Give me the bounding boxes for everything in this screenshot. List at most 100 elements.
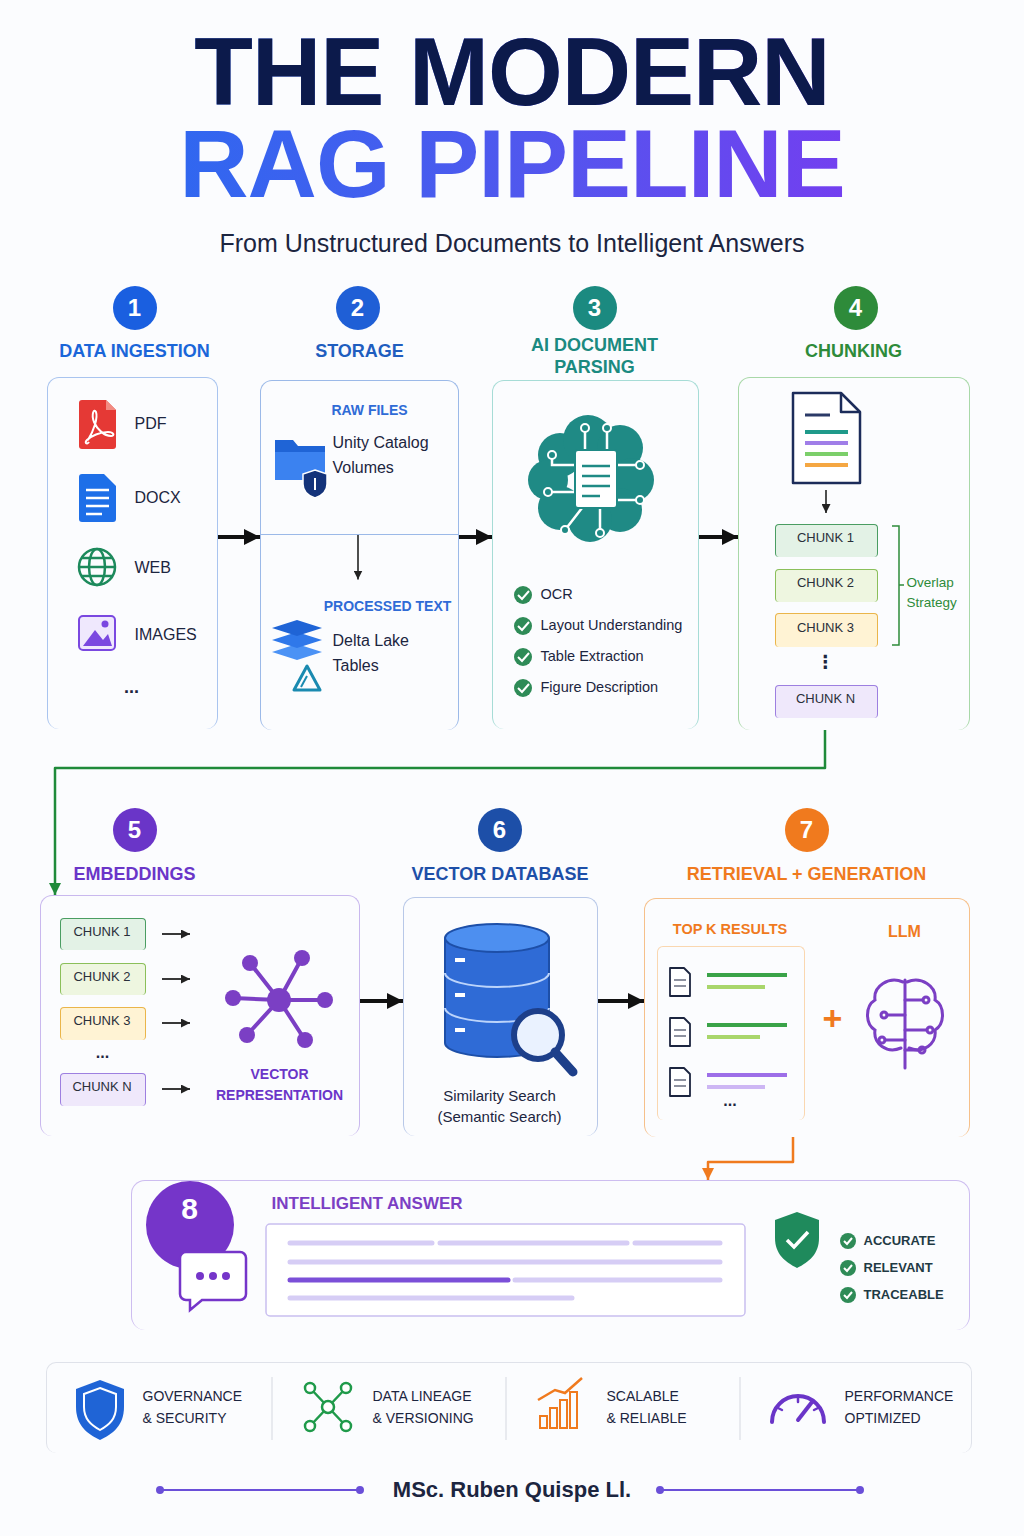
llm-brain-icon (868, 980, 943, 1068)
flow-arrow (360, 999, 403, 1003)
icon-path (841, 393, 860, 412)
panel-title: TOP K RESULTS (649, 920, 811, 938)
icon-path (518, 591, 529, 599)
icon-path (180, 1252, 246, 1310)
icon-path (301, 676, 307, 687)
icon-circle (544, 488, 552, 496)
icon-path (314, 478, 316, 490)
label-text: ... (117, 676, 147, 699)
label-text: TRACEABLE (864, 1287, 964, 1303)
chunk-box: CHUNK 3 (775, 613, 878, 647)
vector-hub-icon (225, 950, 333, 1048)
icon-path (86, 411, 114, 444)
icon-circle (840, 1287, 856, 1303)
icon-path (162, 1022, 190, 1024)
step-number: 2 (336, 286, 380, 330)
result-docs (670, 968, 787, 1096)
icon-path (805, 430, 848, 434)
step-title: INTELLIGENT ANSWER (272, 1193, 572, 1214)
step-number: 4 (834, 286, 878, 330)
icon-circle (267, 988, 291, 1012)
step-title: VECTOR DATABASE (393, 863, 608, 886)
chunk-label: CHUNK N (59, 1072, 145, 1102)
icon-circle (297, 1032, 313, 1048)
step-box: 5EMBEDDINGS...VECTOR REPRESENTATIONCHUNK… (40, 895, 360, 1136)
docx-icon (79, 474, 116, 522)
icon-circle (561, 526, 569, 534)
icon-circle (102, 621, 109, 628)
chunk-label: CHUNK 3 (59, 1006, 145, 1036)
icon-rect (455, 958, 465, 962)
chunk-box: CHUNK 2 (775, 569, 878, 602)
icon-circle (840, 1233, 856, 1249)
icon-path (294, 666, 320, 690)
document-icon (793, 393, 860, 513)
icon-path (775, 1212, 819, 1268)
chunk-box: CHUNK 1 (60, 918, 146, 950)
chunk-label: CHUNK 2 (774, 568, 877, 598)
gauge-icon (772, 1396, 824, 1422)
icon-circle (879, 1037, 885, 1043)
icon-circle (242, 955, 258, 971)
storage-section: PROCESSED TEXTDelta Lake Tables (260, 580, 459, 730)
label-text: ... (88, 1043, 118, 1063)
step-box: 4CHUNKING⋮Overlap StrategyCHUNK 1CHUNK 2… (738, 377, 970, 730)
subtitle: From Unstructured Documents to Intellige… (0, 228, 1024, 259)
icon-circle (857, 1487, 863, 1493)
note-text: Overlap Strategy (907, 573, 967, 613)
delta-lake-icon (272, 620, 322, 690)
quality-checks (775, 1212, 856, 1303)
label-text: ⋮ (816, 651, 836, 674)
icon-path (907, 980, 943, 1050)
step-box: 2STORAGERAW FILESUnity Catalog VolumesPR… (260, 380, 459, 730)
chunk-label: CHUNK 3 (774, 612, 877, 643)
icon-path (518, 684, 529, 692)
flow-arrow (218, 535, 260, 539)
icon-rect (550, 1408, 557, 1428)
step-box: 3AI DOCUMENT PARSINGOCRLayout Understand… (492, 380, 699, 729)
step-number: 1 (113, 286, 157, 330)
icon-path (518, 653, 529, 661)
answer-text-box (266, 1224, 745, 1316)
database-icon (445, 924, 573, 1072)
icon-path (674, 980, 686, 1086)
icon-circle (657, 1487, 663, 1493)
icon-path (162, 1088, 190, 1090)
icon-circle (927, 1027, 933, 1033)
icon-path (290, 1278, 508, 1283)
step-title: EMBEDDINGS (55, 863, 215, 886)
label-text: PDF (135, 414, 210, 434)
pdf-icon (79, 400, 116, 449)
chunk-box: CHUNK N (775, 685, 878, 718)
icon-ellipse (445, 924, 549, 952)
label-text: ACCURATE (864, 1233, 964, 1249)
label-text: Table Extraction (541, 647, 696, 665)
icon-path (548, 428, 640, 533)
icon-path (162, 978, 190, 980)
icon-circle (636, 496, 644, 504)
embedding-arrows (162, 934, 190, 1089)
icon-path (805, 463, 848, 467)
icon-polygon (272, 620, 322, 636)
step-number: 5 (113, 808, 157, 852)
label-text: VECTOR REPRESENTATION (205, 1064, 355, 1106)
icon-circle (341, 1383, 351, 1393)
icon-rect (575, 450, 617, 508)
flow-arrow (699, 535, 738, 539)
page-title: THE MODERN RAG PIPELINE (112, 26, 912, 210)
icon-g (528, 415, 654, 542)
icon-circle (222, 1272, 230, 1280)
icon-path (290, 1243, 720, 1298)
icon-path (892, 526, 899, 645)
chunk-label: CHUNK 1 (59, 917, 145, 946)
step-title: STORAGE (250, 340, 470, 363)
icon-path (805, 441, 848, 445)
footer-divider (272, 1377, 740, 1440)
icon-circle (840, 1260, 856, 1276)
icon-path (787, 1232, 808, 1247)
chunk-box: CHUNK 2 (60, 963, 146, 995)
icon-rect (570, 1392, 577, 1428)
step-title: AI DOCUMENT PARSING (515, 334, 675, 378)
icon-g (305, 1383, 351, 1431)
icon-path (772, 1396, 824, 1422)
